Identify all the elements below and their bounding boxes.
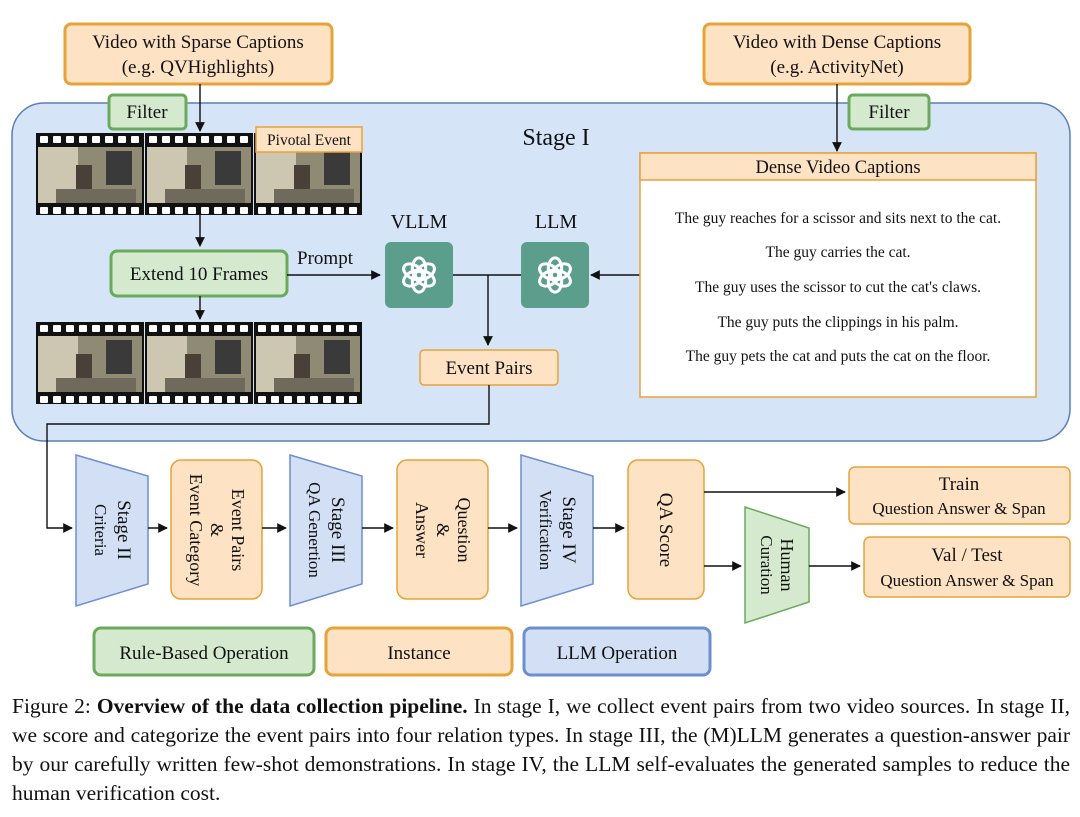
legend-rule-label: Rule-Based Operation [119, 643, 289, 664]
pipeline-diagram: Stage I Video with Sparse Captions (e.g.… [11, 22, 1071, 677]
train-box: Train Question Answer & Span [848, 466, 1071, 525]
llm-gpt-icon [521, 242, 589, 308]
dense-caption-2: The guy carries the cat. [765, 244, 910, 261]
legend-llm-operation: LLM Operation [522, 626, 712, 677]
filter-label-right: Filter [868, 102, 910, 123]
vllm-label: VLLM [391, 211, 448, 233]
legend-instance: Instance [324, 626, 514, 677]
event-pairs-box: Event Pairs [419, 349, 559, 386]
stage2-label: Stage II [113, 500, 134, 560]
pivotal-event-text: Pivotal Event [267, 132, 352, 149]
dense-caption-4: The guy puts the clippings in his palm. [717, 314, 958, 331]
stage4-label: Stage IV [558, 496, 579, 563]
valtest-box: Val / Test Question Answer & Span [863, 536, 1071, 598]
sparse-source-line1: Video with Sparse Captions [92, 32, 304, 53]
legend-llm-label: LLM Operation [557, 643, 678, 664]
filter-box-left: Filter [107, 93, 188, 131]
filter-label-left: Filter [126, 102, 168, 123]
valtest-sublabel: Question Answer & Span [880, 571, 1054, 590]
vllm-gpt-icon [385, 242, 453, 308]
qa-line3: Answer [412, 502, 432, 558]
llm-label: LLM [535, 211, 577, 233]
stage2-sublabel: Criteria [91, 504, 110, 556]
human-label: Human [777, 539, 797, 592]
event-pairs-label: Event Pairs [445, 358, 532, 379]
filmstrip-extended [36, 322, 362, 404]
stage2-criteria: Stage II Criteria [75, 454, 149, 608]
qa-score-label: QA Score [655, 493, 676, 567]
human-sublabel: Curation [757, 535, 776, 595]
stage4-sublabel: Verification [536, 490, 555, 571]
caption-bold: Overview of the data collection pipeline… [96, 694, 468, 718]
dense-caption-5: The guy pets the cat and puts the cat on… [686, 348, 991, 365]
sparse-source-line2: (e.g. QVHighlights) [122, 57, 275, 78]
valtest-label: Val / Test [931, 545, 1003, 566]
figure-caption: Figure 2: Overview of the data collectio… [12, 692, 1070, 808]
legend-rule-based: Rule-Based Operation [92, 626, 316, 677]
dense-source-line2: (e.g. ActivityNet) [770, 57, 904, 78]
question-answer-box: Question & Answer [396, 459, 489, 600]
train-label: Train [939, 474, 980, 495]
dense-captions-panel: Dense Video Captions The guy reaches for… [639, 152, 1037, 398]
dense-source-line1: Video with Dense Captions [733, 32, 941, 53]
stage3-qa-generation: Stage III QA Genertion [289, 454, 363, 608]
stage1-title: Stage I [522, 125, 589, 151]
dense-source-box: Video with Dense Captions (e.g. Activity… [702, 22, 972, 86]
stage3-label: Stage III [327, 497, 348, 563]
dense-caption-3: The guy uses the scissor to cut the cat'… [695, 279, 981, 296]
event-pairs-cat-line3: Event Category [186, 474, 206, 586]
dense-captions-title: Dense Video Captions [755, 158, 920, 178]
legend-instance-label: Instance [387, 643, 450, 664]
stage3-sublabel: QA Genertion [305, 482, 324, 578]
qa-line2: & [433, 523, 453, 537]
qa-line1: Question [454, 498, 474, 563]
sparse-source-box: Video with Sparse Captions (e.g. QVHighl… [63, 22, 334, 86]
dense-caption-1: The guy reaches for a scissor and sits n… [675, 210, 1001, 227]
event-pairs-category-box: Event Pairs & Event Category [170, 459, 263, 600]
train-sublabel: Question Answer & Span [872, 499, 1046, 518]
event-pairs-cat-line2: & [207, 523, 227, 537]
pivotal-event-label: Pivotal Event [255, 126, 363, 153]
qa-score-box: QA Score [627, 459, 705, 600]
caption-rest: In stage I, we collect event pairs from … [12, 694, 1070, 805]
human-curation: Human Curation [744, 505, 810, 625]
event-pairs-cat-line1: Event Pairs [228, 489, 248, 572]
stage4-verification: Stage IV Verification [520, 454, 594, 608]
prompt-label: Prompt [297, 248, 354, 269]
extend-frames-label: Extend 10 Frames [130, 264, 268, 285]
filter-box-right: Filter [847, 93, 931, 131]
extend-frames-box: Extend 10 Frames [109, 249, 289, 298]
caption-prefix: Figure 2: [12, 694, 97, 718]
